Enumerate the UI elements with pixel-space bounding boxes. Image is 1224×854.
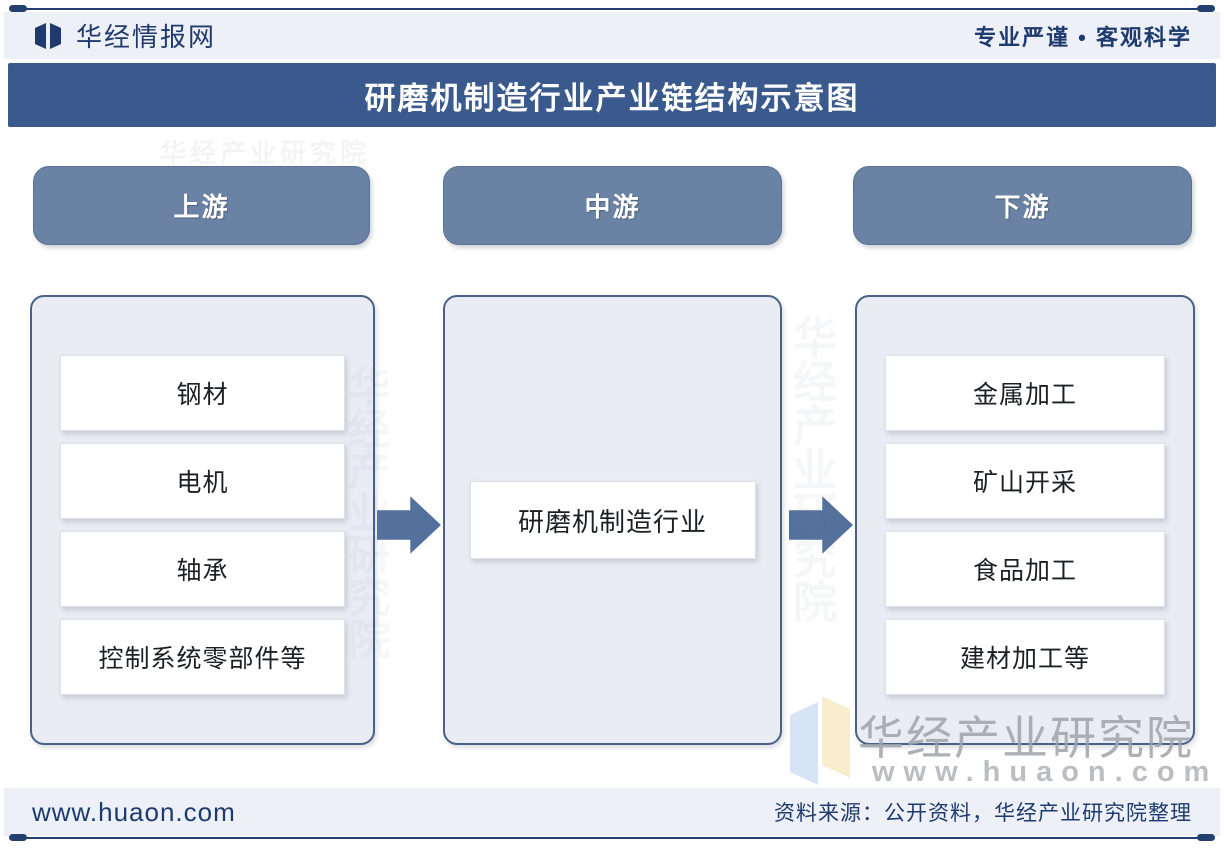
upstream-item-control-parts: 控制系统零部件等 <box>60 619 345 695</box>
upstream-panel: 钢材 电机 轴承 控制系统零部件等 <box>30 295 375 745</box>
bottom-divider-left-cap <box>9 834 27 841</box>
footer-source-note: 资料来源：公开资料，华经产业研究院整理 <box>774 802 1192 825</box>
header-band: 华经情报网 专业严谨 • 客观科学 <box>4 12 1220 59</box>
midstream-item-industry: 研磨机制造行业 <box>469 481 756 559</box>
downstream-item-food: 食品加工 <box>885 531 1165 607</box>
upstream-item-bearing: 轴承 <box>60 531 345 607</box>
column-header-downstream: 下游 <box>853 166 1192 245</box>
faint-watermark: 华经产业研究院 <box>786 315 835 623</box>
upstream-item-control-parts-label: 控制系统零部件等 <box>98 645 307 673</box>
top-divider-left-cap <box>9 5 27 12</box>
brand-name: 华经情报网 <box>76 22 217 52</box>
downstream-label: 下游 <box>994 192 1051 222</box>
header-slogan: 专业严谨 • 客观科学 <box>974 24 1192 50</box>
downstream-item-building-material: 建材加工等 <box>885 619 1165 695</box>
downstream-item-mining: 矿山开采 <box>885 443 1165 519</box>
right-arrow-icon <box>377 496 441 554</box>
upstream-item-steel: 钢材 <box>60 355 345 431</box>
column-header-midstream: 中游 <box>443 166 782 245</box>
downstream-item-mining-label: 矿山开采 <box>972 469 1077 497</box>
bottom-divider <box>12 837 1212 839</box>
faint-watermark: 华经产业研究院 <box>160 138 371 168</box>
brand: 华经情报网 <box>32 17 216 54</box>
downstream-item-food-label: 食品加工 <box>972 557 1077 585</box>
huaon-logo-icon <box>32 21 64 51</box>
downstream-item-building-material-label: 建材加工等 <box>959 645 1090 673</box>
column-header-upstream: 上游 <box>33 166 370 245</box>
footer-site-url: www.huaon.com <box>32 796 236 827</box>
page-title: 研磨机制造行业产业链结构示意图 <box>364 80 860 116</box>
watermark-url-text: www.huaon.com <box>872 756 1219 788</box>
bottom-divider-right-cap <box>1197 834 1215 841</box>
downstream-item-metal: 金属加工 <box>885 355 1165 431</box>
midstream-label: 中游 <box>584 192 641 222</box>
top-divider-right-cap <box>1197 5 1215 12</box>
downstream-item-metal-label: 金属加工 <box>972 381 1077 409</box>
upstream-label: 上游 <box>173 192 230 222</box>
right-arrow-icon <box>789 496 853 554</box>
title-bar: 研磨机制造行业产业链结构示意图 <box>8 63 1216 127</box>
upstream-item-steel-label: 钢材 <box>176 381 229 409</box>
upstream-item-bearing-label: 轴承 <box>176 557 229 585</box>
watermark-logo-icon <box>786 693 854 794</box>
midstream-panel: 研磨机制造行业 <box>443 295 782 745</box>
upstream-item-motor-label: 电机 <box>176 469 229 497</box>
top-divider <box>12 8 1212 10</box>
downstream-panel: 金属加工 矿山开采 食品加工 建材加工等 <box>855 295 1195 745</box>
upstream-item-motor: 电机 <box>60 443 345 519</box>
footer-band: www.huaon.com 资料来源：公开资料，华经产业研究院整理 <box>4 788 1220 836</box>
midstream-item-industry-label: 研磨机制造行业 <box>517 506 707 537</box>
